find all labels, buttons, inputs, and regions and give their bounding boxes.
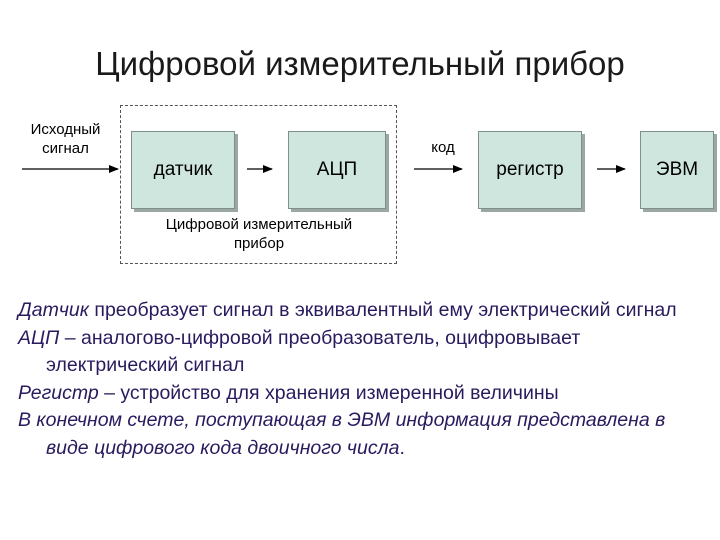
description-adc: АЦП – аналогово-цифровой преобразователь… bbox=[18, 325, 708, 380]
description-register-text: – устройство для хранения измеренной вел… bbox=[98, 381, 559, 404]
computer-block-label: ЭВМ bbox=[655, 159, 699, 180]
register-block: регистр bbox=[478, 131, 582, 209]
sensor-block-label: датчик bbox=[153, 159, 213, 180]
description-conclusion-text: . bbox=[399, 436, 405, 459]
input-signal-label: Исходный сигнал bbox=[18, 120, 113, 158]
sensor-block: датчик bbox=[131, 131, 235, 209]
device-group-label: Цифровой измерительный прибор bbox=[130, 215, 388, 253]
adc-block: АЦП bbox=[288, 131, 386, 209]
code-label: код bbox=[431, 139, 455, 156]
description-conclusion-term: В конечном счете, поступающая в ЭВМ инфо… bbox=[18, 409, 666, 459]
description-adc-text: – аналогово-цифровой преобразователь, оц… bbox=[46, 326, 581, 377]
description-adc-term: АЦП bbox=[18, 326, 60, 349]
description-register: Регистр – устройство для хранения измере… bbox=[18, 380, 708, 408]
description-sensor: Датчик преобразует сигнал в эквивалентны… bbox=[18, 297, 708, 325]
input-signal-label-line1: Исходный bbox=[30, 121, 101, 138]
description-block: Датчик преобразует сигнал в эквивалентны… bbox=[18, 297, 708, 462]
device-group-label-line1: Цифровой измерительный bbox=[165, 216, 353, 233]
register-block-label: регистр bbox=[496, 159, 564, 180]
slide-title: Цифровой измерительный прибор bbox=[95, 45, 625, 82]
computer-block: ЭВМ bbox=[640, 131, 714, 209]
device-group-frame bbox=[120, 105, 397, 264]
description-sensor-term: Датчик bbox=[18, 299, 89, 321]
device-group-label-line2: прибор bbox=[233, 235, 285, 252]
description-conclusion: В конечном счете, поступающая в ЭВМ инфо… bbox=[18, 407, 708, 462]
input-signal-label-line2: сигнал bbox=[42, 140, 89, 157]
description-register-term: Регистр bbox=[18, 381, 99, 404]
adc-block-label: АЦП bbox=[316, 159, 358, 180]
description-sensor-text: преобразует сигнал в эквивалентный ему э… bbox=[88, 299, 677, 321]
